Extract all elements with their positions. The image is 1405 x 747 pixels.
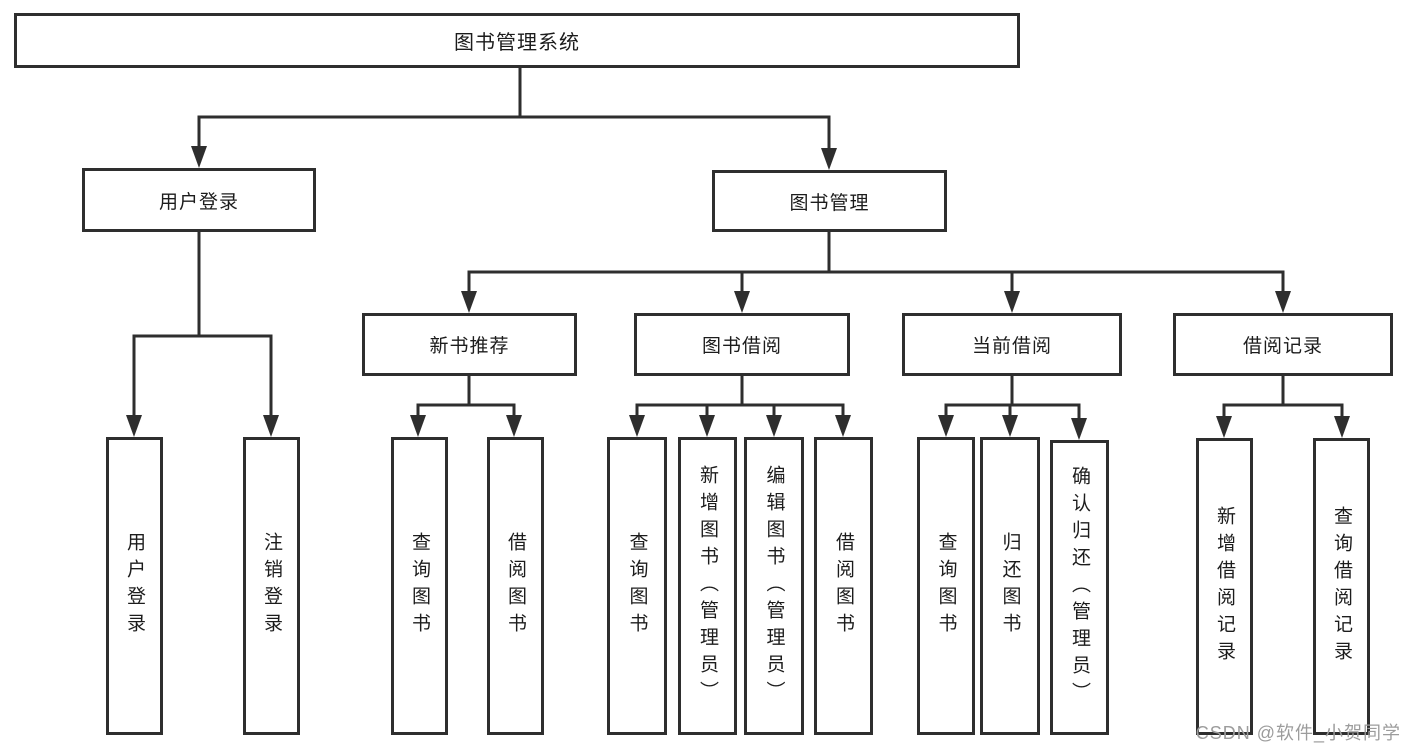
node-library-management-system: 图书管理系统: [14, 13, 1020, 68]
leaf-bb-add-books-admin: 新增图书（管理员）: [678, 437, 737, 735]
leaf-nbr-borrow-books: 借阅图书: [487, 437, 544, 735]
node-book-borrow: 图书借阅: [634, 313, 850, 376]
node-new-book-recommend: 新书推荐: [362, 313, 577, 376]
leaf-bb-query-books: 查询图书: [607, 437, 667, 735]
node-book-management: 图书管理: [712, 170, 947, 232]
leaf-bb-borrow-books: 借阅图书: [814, 437, 873, 735]
leaf-cb-query-books: 查询图书: [917, 437, 975, 735]
node-borrow-records: 借阅记录: [1173, 313, 1393, 376]
leaf-user-login: 用户登录: [106, 437, 163, 735]
leaf-cb-confirm-return-admin: 确认归还（管理员）: [1050, 440, 1109, 735]
leaf-logout: 注销登录: [243, 437, 300, 735]
csdn-watermark: CSDN @软件_小贺同学: [1195, 723, 1401, 743]
leaf-br-add-record: 新增借阅记录: [1196, 438, 1253, 735]
node-current-borrow: 当前借阅: [902, 313, 1122, 376]
leaf-cb-return-books: 归还图书: [980, 437, 1040, 735]
node-user-login: 用户登录: [82, 168, 316, 232]
leaf-nbr-query-books: 查询图书: [391, 437, 448, 735]
leaf-br-query-record: 查询借阅记录: [1313, 438, 1370, 735]
leaf-bb-edit-books-admin: 编辑图书（管理员）: [744, 437, 804, 735]
